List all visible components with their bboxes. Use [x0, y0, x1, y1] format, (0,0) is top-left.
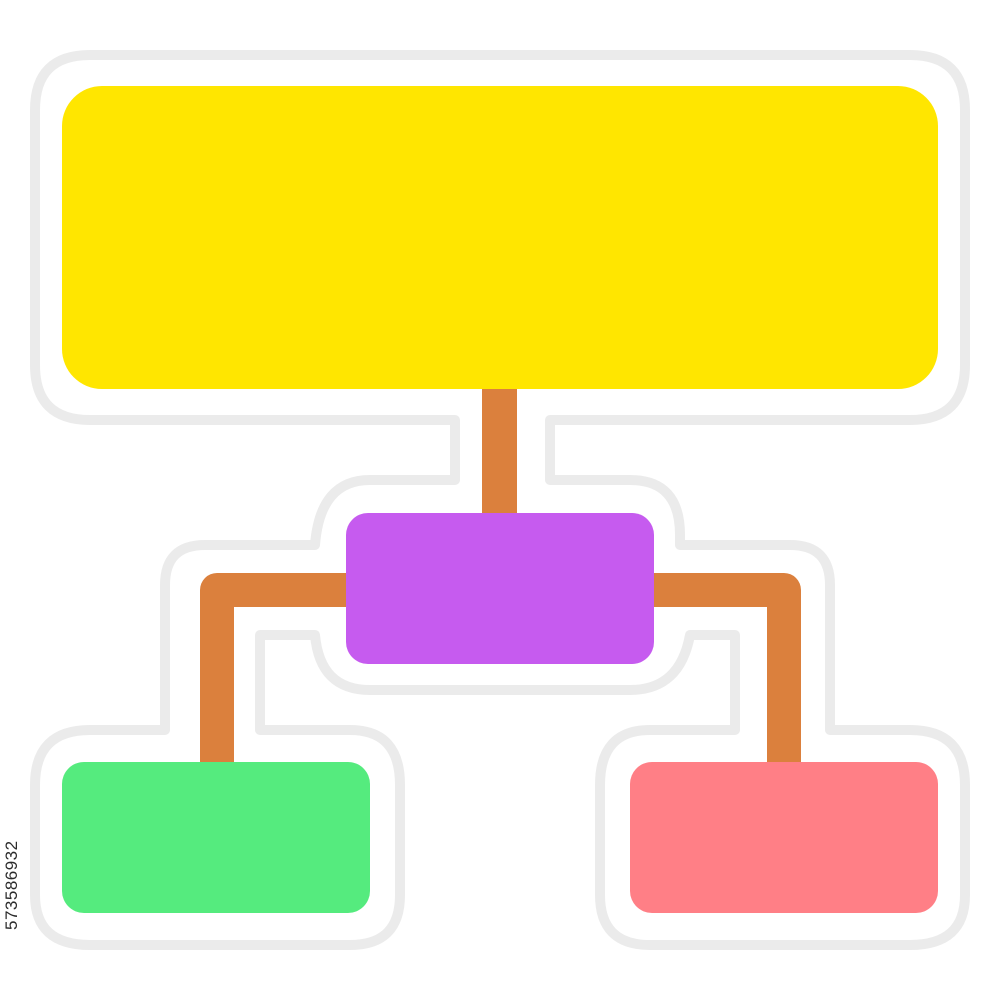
connectors: [200, 385, 801, 770]
connector-middle-to-left: [200, 573, 350, 770]
nodes: [62, 86, 938, 913]
asset-id-watermark: 573586932: [2, 840, 21, 930]
connector-top-to-middle: [482, 385, 517, 520]
node-bottom-left: [62, 762, 370, 913]
node-top: [62, 86, 938, 389]
sticker-outline: [30, 50, 970, 950]
node-middle: [346, 513, 654, 664]
connector-middle-to-right: [650, 573, 801, 770]
node-bottom-right: [630, 762, 938, 913]
